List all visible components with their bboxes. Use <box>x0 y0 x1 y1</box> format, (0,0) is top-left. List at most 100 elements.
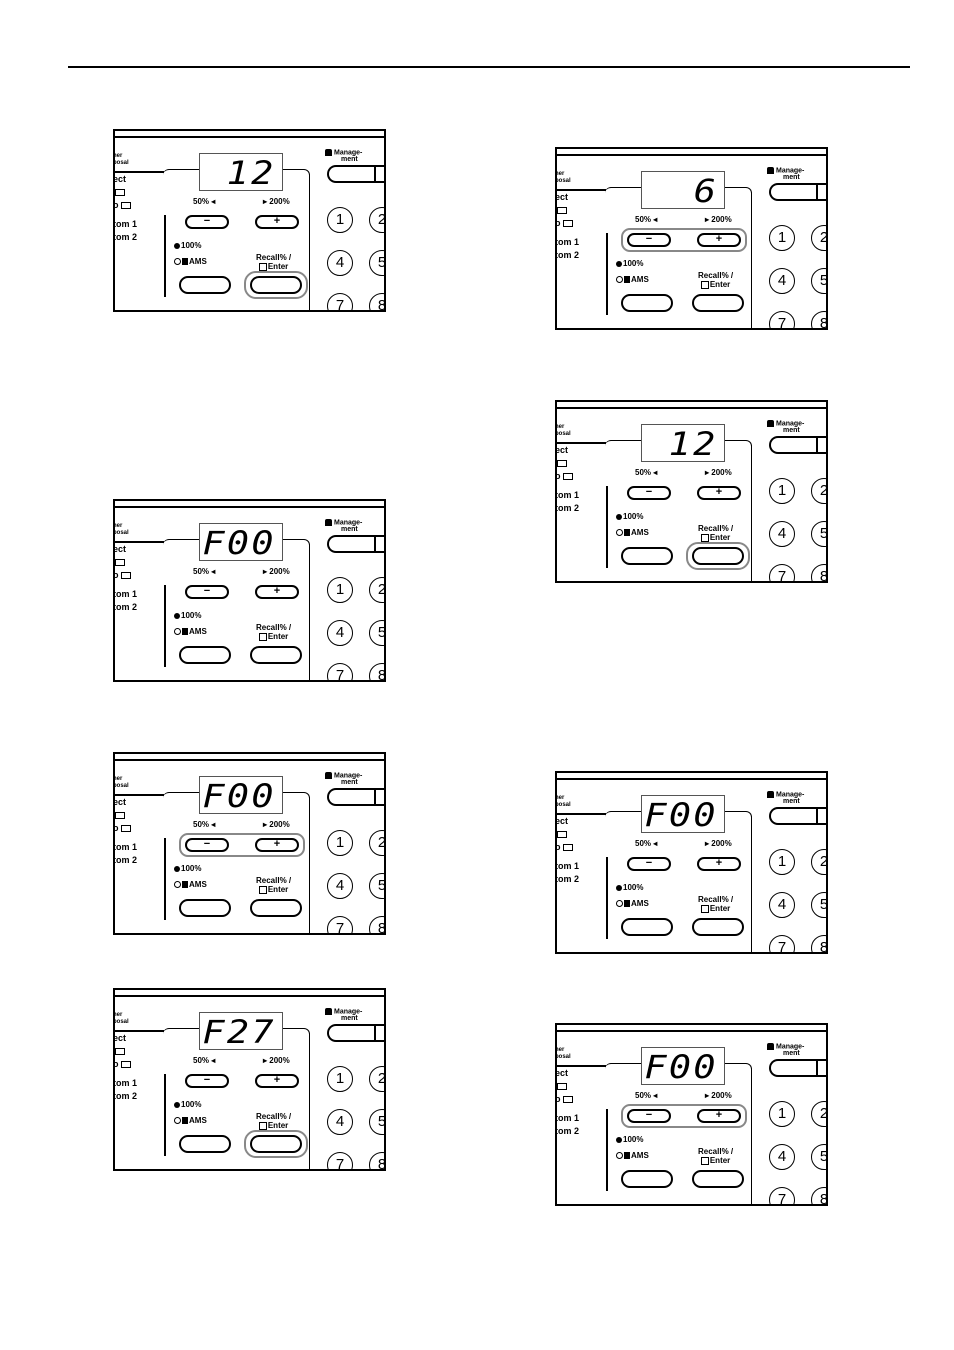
ams-button[interactable] <box>179 646 231 664</box>
ams-button[interactable] <box>179 899 231 917</box>
numeric-key-1[interactable]: 1 <box>327 577 353 603</box>
numeric-key-5[interactable]: 5 <box>811 892 826 918</box>
enter-button[interactable] <box>250 646 302 664</box>
numeric-key-8[interactable]: 8 <box>811 564 826 581</box>
adjacent-button[interactable] <box>374 535 384 553</box>
ams-button[interactable] <box>621 547 673 565</box>
numeric-key-8[interactable]: 8 <box>811 1187 826 1204</box>
ams-button[interactable] <box>179 276 231 294</box>
numeric-key-7[interactable]: 7 <box>327 663 353 680</box>
numeric-key-7[interactable]: 7 <box>769 564 795 581</box>
numeric-key-2[interactable]: 2 <box>369 207 384 233</box>
enter-button[interactable] <box>692 918 744 936</box>
zoom-plus-button[interactable]: + <box>255 585 299 599</box>
numeric-key-2[interactable]: 2 <box>369 1066 384 1092</box>
numeric-key-1[interactable]: 1 <box>327 207 353 233</box>
management-button[interactable] <box>769 1059 824 1077</box>
ams-button[interactable] <box>621 294 673 312</box>
enter-button[interactable] <box>250 1135 302 1153</box>
numeric-key-4[interactable]: 4 <box>327 873 353 899</box>
numeric-key-4[interactable]: 4 <box>769 892 795 918</box>
adjacent-button[interactable] <box>374 788 384 806</box>
numeric-key-8[interactable]: 8 <box>369 293 384 310</box>
ams-button[interactable] <box>621 1170 673 1188</box>
zoom-minus-button[interactable]: − <box>185 838 229 852</box>
numeric-key-7[interactable]: 7 <box>769 935 795 952</box>
zoom-minus-button[interactable]: − <box>627 857 671 871</box>
numeric-key-4[interactable]: 4 <box>327 1109 353 1135</box>
numeric-key-4[interactable]: 4 <box>769 521 795 547</box>
numeric-key-2[interactable]: 2 <box>369 577 384 603</box>
numeric-key-8[interactable]: 8 <box>369 1152 384 1169</box>
enter-button[interactable] <box>692 294 744 312</box>
numeric-key-1[interactable]: 1 <box>769 849 795 875</box>
zoom-plus-button[interactable]: + <box>697 857 741 871</box>
numeric-key-5[interactable]: 5 <box>811 521 826 547</box>
enter-button[interactable] <box>250 276 302 294</box>
numeric-key-5[interactable]: 5 <box>369 620 384 646</box>
numeric-key-4[interactable]: 4 <box>769 1144 795 1170</box>
numeric-key-8[interactable]: 8 <box>811 935 826 952</box>
numeric-key-5[interactable]: 5 <box>811 268 826 294</box>
numeric-key-8[interactable]: 8 <box>369 916 384 933</box>
adjacent-button[interactable] <box>816 1059 826 1077</box>
zoom-plus-button[interactable]: + <box>697 486 741 500</box>
numeric-key-4[interactable]: 4 <box>327 620 353 646</box>
numeric-key-2[interactable]: 2 <box>811 1101 826 1127</box>
numeric-key-7[interactable]: 7 <box>769 311 795 328</box>
enter-button[interactable] <box>692 1170 744 1188</box>
management-button[interactable] <box>327 788 382 806</box>
enter-button[interactable] <box>250 899 302 917</box>
adjacent-button[interactable] <box>816 807 826 825</box>
numeric-key-1[interactable]: 1 <box>327 830 353 856</box>
numeric-key-4[interactable]: 4 <box>769 268 795 294</box>
numeric-key-8[interactable]: 8 <box>811 311 826 328</box>
zoom-plus-button[interactable]: + <box>255 215 299 229</box>
zoom-plus-button[interactable]: + <box>255 838 299 852</box>
numeric-key-2[interactable]: 2 <box>811 478 826 504</box>
numeric-key-2[interactable]: 2 <box>811 225 826 251</box>
numeric-key-1[interactable]: 1 <box>769 1101 795 1127</box>
numeric-key-7[interactable]: 7 <box>327 1152 353 1169</box>
management-label: Manage-ment <box>767 420 804 434</box>
numeric-key-7[interactable]: 7 <box>769 1187 795 1204</box>
management-button[interactable] <box>769 183 824 201</box>
numeric-key-2[interactable]: 2 <box>369 830 384 856</box>
numeric-key-7[interactable]: 7 <box>327 293 353 310</box>
numeric-key-1[interactable]: 1 <box>769 225 795 251</box>
management-button[interactable] <box>769 436 824 454</box>
ams-button[interactable] <box>621 918 673 936</box>
adjacent-button[interactable] <box>374 1024 384 1042</box>
numeric-key-5[interactable]: 5 <box>369 873 384 899</box>
numeric-key-7[interactable]: 7 <box>327 916 353 933</box>
lock-icon <box>325 519 332 526</box>
zoom-plus-button[interactable]: + <box>697 1109 741 1123</box>
numeric-key-1[interactable]: 1 <box>327 1066 353 1092</box>
adjacent-button[interactable] <box>816 436 826 454</box>
adjacent-button[interactable] <box>374 165 384 183</box>
zoom-minus-button[interactable]: − <box>627 486 671 500</box>
numeric-key-2[interactable]: 2 <box>811 849 826 875</box>
management-button[interactable] <box>327 165 382 183</box>
zoom-minus-button[interactable]: − <box>185 585 229 599</box>
numeric-key-5[interactable]: 5 <box>369 1109 384 1135</box>
numeric-key-4[interactable]: 4 <box>327 250 353 276</box>
display-value: F00 <box>644 796 718 834</box>
zoom-minus-button[interactable]: − <box>185 1074 229 1088</box>
zoom-minus-button[interactable]: − <box>627 233 671 247</box>
numeric-key-5[interactable]: 5 <box>369 250 384 276</box>
management-button[interactable] <box>769 807 824 825</box>
management-button[interactable] <box>327 535 382 553</box>
numeric-key-5[interactable]: 5 <box>811 1144 826 1170</box>
zoom-minus-button[interactable]: − <box>185 215 229 229</box>
numeric-key-1[interactable]: 1 <box>769 478 795 504</box>
zoom-minus-button[interactable]: − <box>627 1109 671 1123</box>
zoom-plus-button[interactable]: + <box>697 233 741 247</box>
enter-button[interactable] <box>692 547 744 565</box>
management-button[interactable] <box>327 1024 382 1042</box>
ams-button[interactable] <box>179 1135 231 1153</box>
numeric-key-8[interactable]: 8 <box>369 663 384 680</box>
zoom-plus-button[interactable]: + <box>255 1074 299 1088</box>
adjacent-button[interactable] <box>816 183 826 201</box>
recall-enter-label: Recall% /Enter <box>698 524 733 542</box>
